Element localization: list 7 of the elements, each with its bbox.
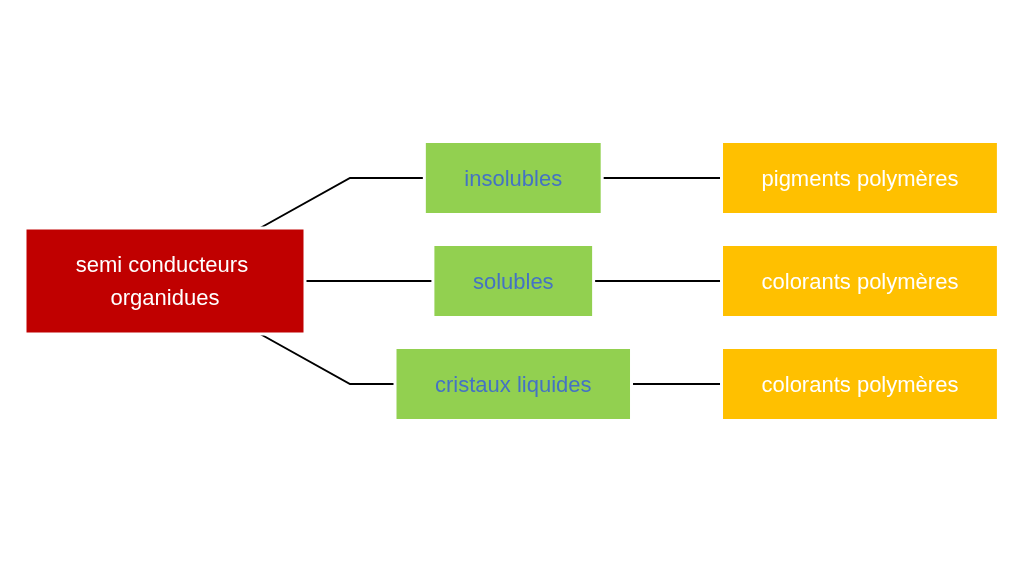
node-box: pigments polymères	[719, 140, 1000, 216]
node-box: semi conducteurs organidues	[23, 226, 307, 336]
node-box: colorants polymères	[719, 346, 1000, 422]
node-box: cristaux liquides	[393, 346, 633, 422]
node-box: solubles	[431, 243, 595, 319]
node-box: insolubles	[422, 140, 604, 216]
node-box: colorants polymères	[719, 243, 1000, 319]
